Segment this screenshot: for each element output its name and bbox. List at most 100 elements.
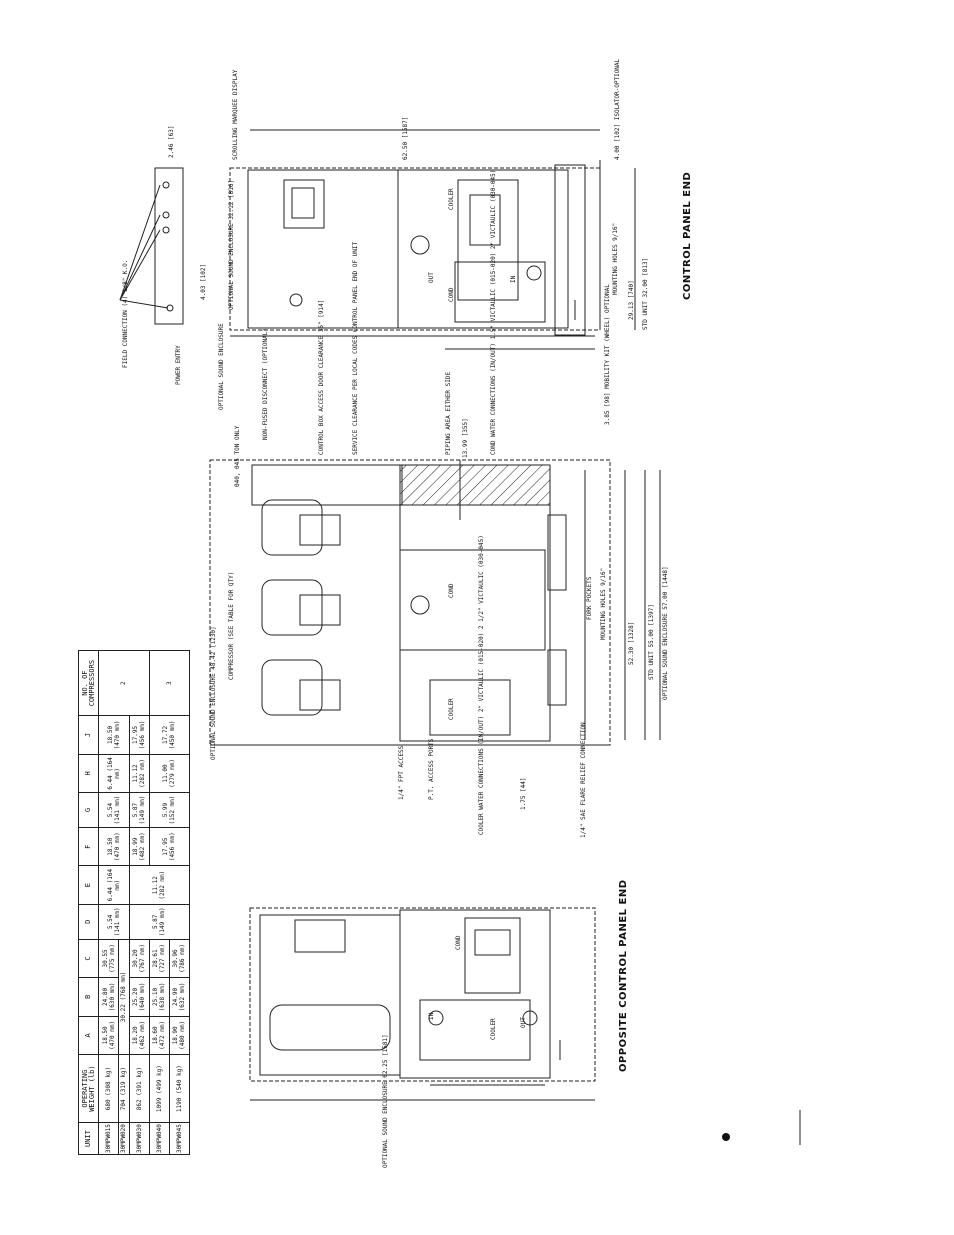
display-window — [291, 187, 315, 219]
dim-2-46: 2.46 [63] — [168, 125, 175, 158]
table-header-row: UNIT OPERATING WEIGHT (lb) A B C D E F G… — [78, 650, 99, 1155]
label-in-top: IN — [510, 275, 517, 283]
cell-f: 17.95 (456 mm) — [149, 827, 190, 866]
opp-terminal-box — [294, 919, 346, 953]
label-piping-area: PIPING AREA EITHER SIDE — [445, 371, 452, 455]
dim-1-75: 1.75 [44] — [520, 777, 527, 810]
dim-opt-62-25: OPTIONAL SOUND ENCLOSURE 62.25 [1581] — [382, 1034, 389, 1168]
cell-j: 17.72 (450 mm) — [149, 715, 190, 755]
cell-weight: 862 (391 kg) — [129, 1054, 150, 1123]
dim-std-55: STD UNIT 55.00 [1397] — [648, 604, 655, 680]
label-cooler-mid: COOLER — [448, 698, 455, 720]
cooler-body — [457, 179, 519, 301]
opp-port-in — [428, 1010, 444, 1026]
th-unit: UNIT — [78, 1122, 99, 1155]
label-scrolling-marquee: SCROLLING MARQUEE DISPLAY — [232, 69, 239, 160]
center-gravity-icon — [722, 1133, 730, 1141]
leader-1 — [119, 184, 161, 301]
cell-j: 17.95 (456 mm) — [129, 715, 150, 755]
comp-terminal-2 — [299, 594, 341, 626]
label-optional-sound-enclosure: OPTIONAL SOUND ENCLOSURE — [218, 323, 225, 410]
label-fpt-access: 1/4" FPT ACCESS — [398, 745, 405, 800]
ko-3 — [162, 226, 170, 234]
label-out-top: OUT — [428, 272, 435, 283]
label-field-connection: FIELD CONNECTION (4) 1/8" K.O. — [122, 259, 129, 368]
dim-4-03: 4.03 [102] — [200, 263, 207, 300]
cell-c: 30.20 (767 mm) — [129, 939, 150, 978]
cell-weight: 1099 (499 kg) — [149, 1054, 170, 1123]
cooler-vessel — [429, 679, 511, 736]
dim-13-99: 13.99 [355] — [462, 418, 469, 458]
label-cond-bottom: COND — [455, 935, 462, 950]
cond-box — [454, 261, 546, 323]
cell-compressors: 3 — [149, 650, 190, 716]
cell-c: 30.96 (786 mm) — [169, 939, 190, 978]
label-cooler-top: COOLER — [448, 188, 455, 210]
label-mounting-holes-side: MOUNTING HOLES 9/16" — [600, 567, 607, 640]
leader-3 — [119, 229, 161, 301]
label-fork-pockets: FORK POCKETS — [586, 576, 593, 620]
label-service-clearance: SERVICE CLEARANCE PER LOCAL CODES CONTRO… — [352, 241, 359, 455]
cell-c: 30.55 (775 mm) — [98, 939, 119, 978]
comp-terminal-1 — [299, 514, 341, 546]
cell-a: 30.22 (768 mm) — [118, 939, 130, 1055]
piping-area-hatch — [399, 464, 551, 506]
cond-center-mark — [410, 595, 430, 615]
cell-weight: 680 (308 kg) — [98, 1054, 119, 1123]
control-panel-end-view — [119, 129, 636, 350]
cond-port-out — [410, 235, 430, 255]
cond-vessel — [399, 549, 546, 651]
vessel-compartment — [399, 909, 551, 1079]
cell-g: 5.87 (149 mm) — [129, 792, 150, 828]
cell-f: 18.50 (470 mm) — [98, 827, 130, 866]
cell-unit: 30MPW015 — [98, 1122, 119, 1155]
label-pt-access: P.T. ACCESS PORTS — [428, 738, 435, 800]
cell-h: 6.44 (164 mm) — [98, 754, 130, 793]
dim-std-32: STD UNIT 32.00 [813] — [642, 257, 649, 330]
th-compressors: NO. OF COMPRESSORS — [78, 650, 99, 716]
label-cooler-water-connections: COOLER WATER CONNECTIONS (IN/OUT) 2" VIC… — [478, 535, 485, 835]
cell-compressors: 2 — [98, 650, 150, 716]
compressor-compartment — [259, 914, 401, 1076]
cell-h: 11.12 (282 mm) — [129, 754, 150, 793]
leader-4 — [119, 299, 169, 309]
cell-g: 5.99 (152 mm) — [149, 792, 190, 828]
dim-62-50: 62.50 [1587] — [402, 116, 409, 160]
opp-enclosure-outline — [249, 907, 596, 1082]
opp-cond-box — [464, 917, 521, 994]
cell-e: 11.12 (282 mm) — [129, 865, 190, 905]
th-d: D — [78, 904, 99, 940]
opp-suction-pipe — [269, 1004, 391, 1051]
label-isolator-optional: 4.00 [102] ISOLATOR-OPTIONAL — [614, 58, 621, 160]
th-a: A — [78, 1016, 99, 1055]
opp-port-out — [522, 1010, 538, 1026]
cell-j: 18.50 (470 mm) — [98, 715, 130, 755]
cell-weight: 704 (319 kg) — [118, 1054, 130, 1123]
label-mobility-kit: 3.85 [98] MOBILITY KIT (WHEEL) OPTIONAL — [604, 284, 611, 425]
th-e: E — [78, 865, 99, 905]
cell-unit: 30MPW040 — [149, 1122, 170, 1155]
dim-opt-48-42: OPTIONAL SOUND ENCLOSURE 48.42 [1230] — [210, 626, 217, 760]
table-row: 30MPW015 680 (308 kg) 18.50 (470 mm) 24.… — [98, 650, 150, 1155]
label-ton-only: 040, 045 TON ONLY — [234, 425, 241, 487]
opp-cooler-box — [419, 999, 531, 1061]
label-cooler-bottom: COOLER — [490, 1018, 497, 1040]
cell-c: 28.61 (727 mm) — [149, 939, 170, 978]
ko-1 — [162, 181, 170, 189]
th-b: B — [78, 977, 99, 1017]
cell-weight: 1190 (540 kg) — [169, 1054, 190, 1123]
cell-unit: 30MPW045 — [169, 1122, 190, 1155]
top-box-040-045 — [251, 464, 403, 506]
leader-2 — [119, 214, 161, 301]
label-out-bottom: OUT — [520, 1017, 527, 1028]
label-non-fused-disconnect: NON-FUSED DISCONNECT (OPTIONAL) — [262, 328, 269, 440]
compressor-3 — [261, 659, 323, 716]
cell-e: 6.44 (164 mm) — [98, 865, 130, 905]
cell-unit: 30MPW030 — [129, 1122, 150, 1155]
cell-a: 18.60 (472 mm) — [149, 1016, 170, 1055]
frame-rail — [554, 164, 586, 336]
th-c: C — [78, 939, 99, 978]
fork-pocket-2 — [547, 649, 567, 706]
label-mounting-holes-cp: MOUNTING HOLES 9/16" — [612, 222, 619, 295]
